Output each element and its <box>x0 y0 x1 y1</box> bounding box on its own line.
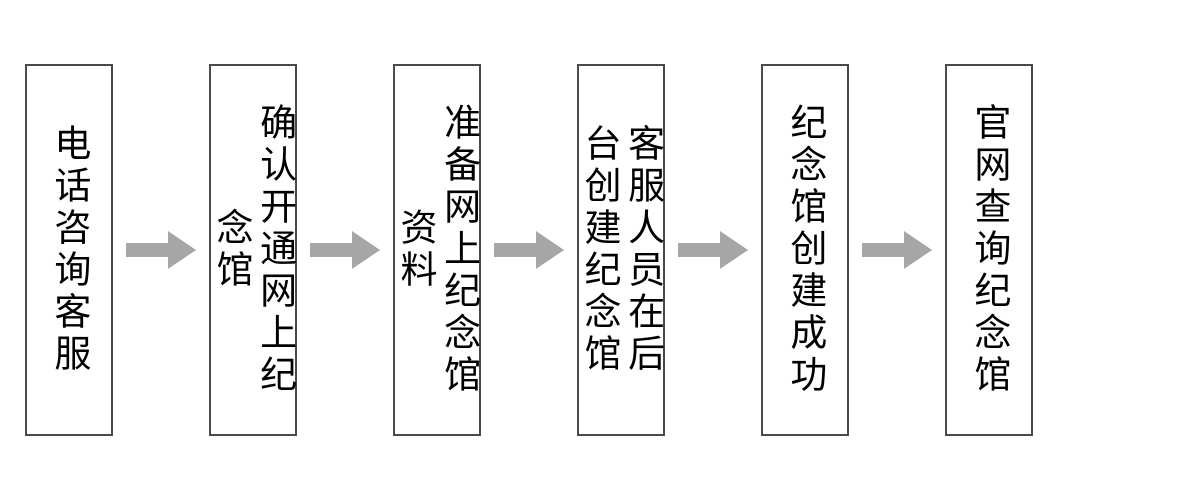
arrow-right-icon <box>494 231 564 269</box>
flow-node-step-4[interactable]: 客服人员在后台创建纪念馆 <box>577 64 665 436</box>
flow-node-label: 确认开通网上纪念馆 <box>210 103 297 397</box>
flow-connector-1 <box>113 64 209 436</box>
flow-connector-4 <box>665 64 761 436</box>
flow-connector-2 <box>297 64 393 436</box>
flow-node-label: 准备网上纪念馆资料 <box>394 103 481 397</box>
flow-node-step-2[interactable]: 确认开通网上纪念馆 <box>209 64 297 436</box>
flow-node-label: 电话咨询客服 <box>47 124 91 376</box>
flow-node-step-3[interactable]: 准备网上纪念馆资料 <box>393 64 481 436</box>
arrow-right-icon <box>862 231 932 269</box>
arrow-right-icon <box>678 231 748 269</box>
flow-node-step-6[interactable]: 官网查询纪念馆 <box>945 64 1033 436</box>
flow-node-step-1[interactable]: 电话咨询客服 <box>25 64 113 436</box>
flow-node-label: 客服人员在后台创建纪念馆 <box>578 124 665 376</box>
flow-node-step-5[interactable]: 纪念馆创建成功 <box>761 64 849 436</box>
flow-node-label: 官网查询纪念馆 <box>967 103 1011 397</box>
arrow-right-icon <box>310 231 380 269</box>
flow-connector-3 <box>481 64 577 436</box>
arrow-right-icon <box>126 231 196 269</box>
flow-node-label: 纪念馆创建成功 <box>783 103 827 397</box>
flow-connector-5 <box>849 64 945 436</box>
